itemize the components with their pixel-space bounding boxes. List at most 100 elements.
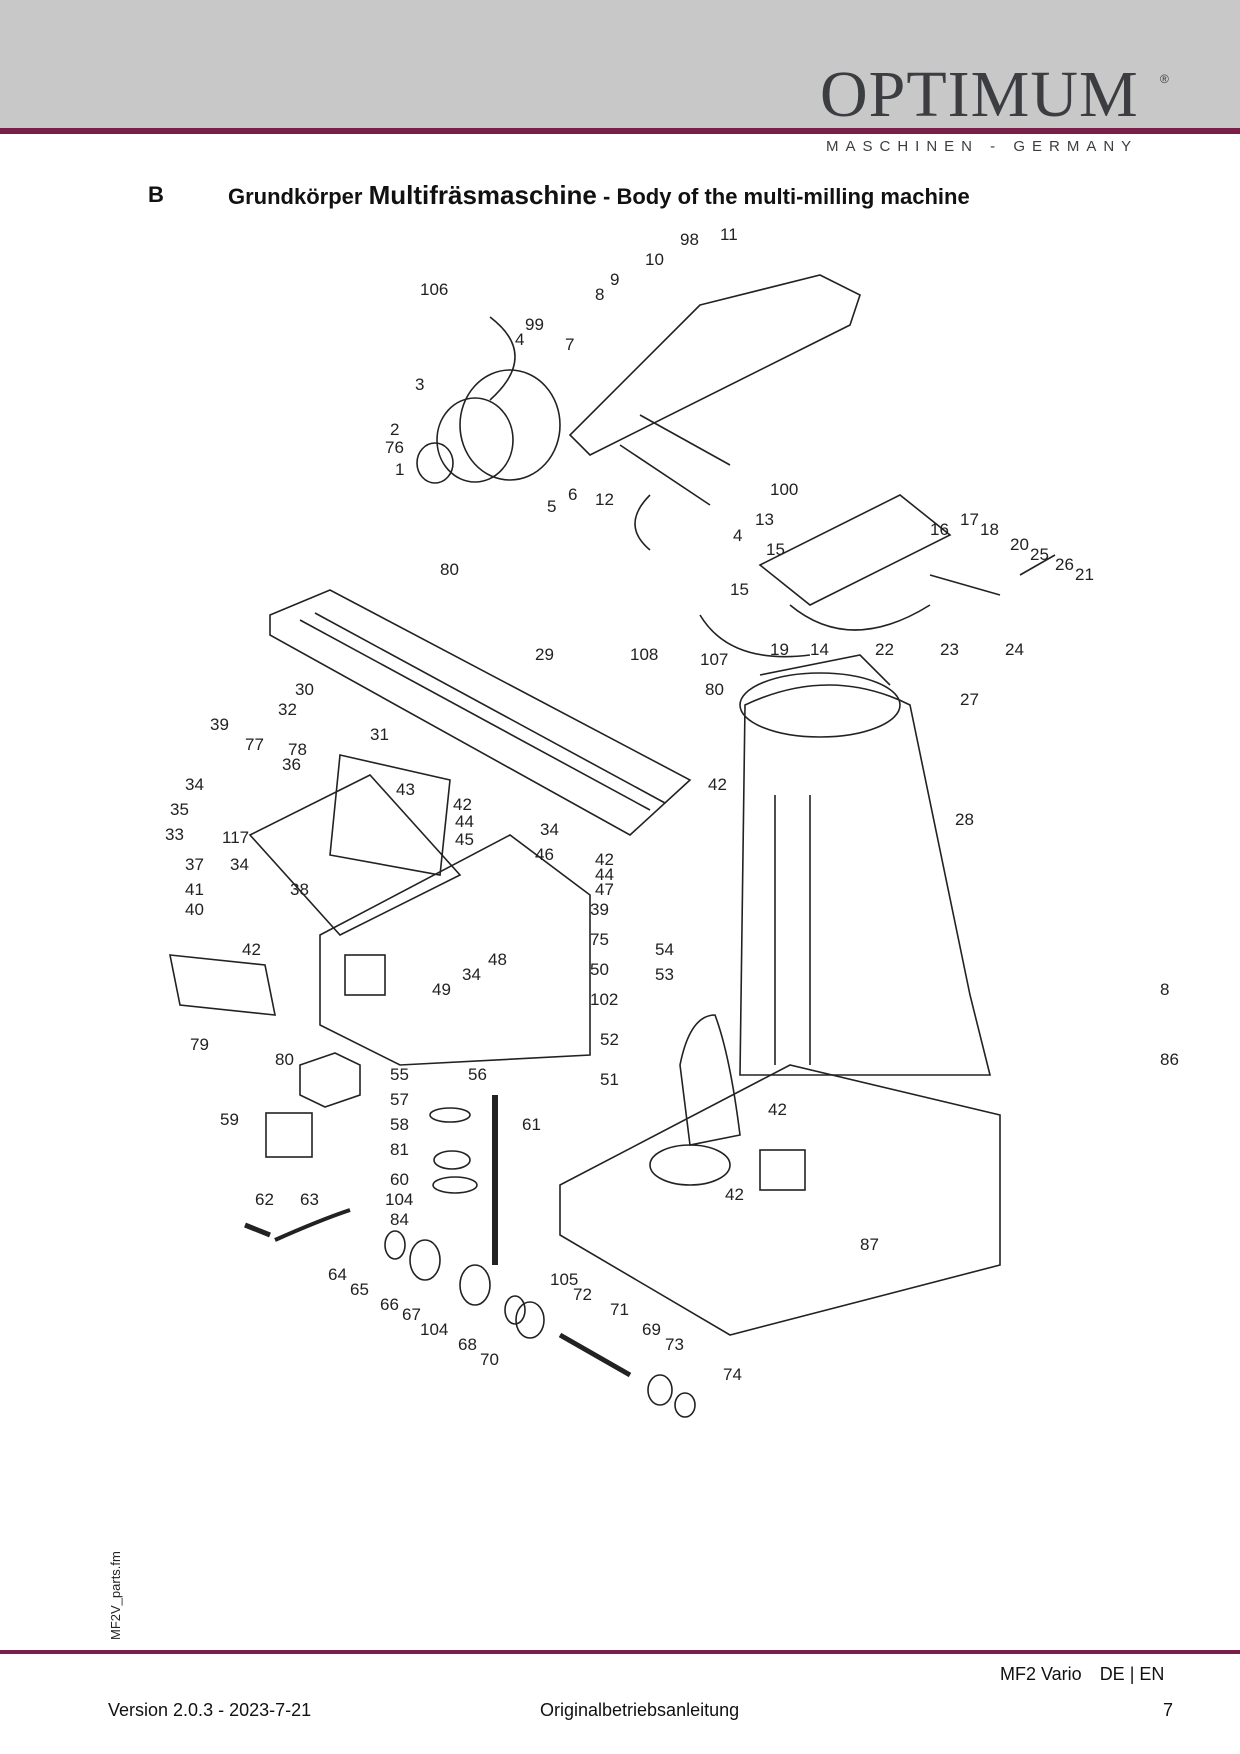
part-label: 69 (642, 1320, 661, 1339)
part-label: 31 (370, 725, 389, 744)
part-label: 28 (955, 810, 974, 829)
swivel-base (789, 604, 931, 631)
part-label: 98 (680, 230, 699, 249)
part-label: 81 (390, 1140, 409, 1159)
part-label: 104 (385, 1190, 413, 1209)
part-label: 106 (420, 280, 448, 299)
registered-mark: ® (1160, 72, 1169, 86)
part-label: 2 (390, 420, 399, 439)
part-label: 12 (595, 490, 614, 509)
part-label: 41 (185, 880, 204, 899)
part-label: 10 (645, 250, 664, 269)
part-label: 117 (222, 828, 249, 847)
part-label: 60 (390, 1170, 409, 1189)
header-band (0, 0, 1240, 130)
shaft-72 (558, 1332, 632, 1378)
table-slot-2 (314, 612, 666, 804)
part-label: 8 (1160, 980, 1169, 999)
part-label: 17 (960, 510, 979, 529)
part-label: 67 (402, 1305, 421, 1324)
part-label: 108 (630, 645, 658, 664)
part-label: 42 (708, 775, 727, 794)
part-label: 25 (1030, 545, 1049, 564)
part-label: 5 (547, 497, 556, 516)
part-label: 8 (595, 285, 604, 304)
part-label: 33 (165, 825, 184, 844)
language-codes: DE | EN (1099, 1664, 1165, 1684)
part-label: 19 (770, 640, 789, 659)
bellows-79 (169, 954, 276, 1016)
part-label: 72 (573, 1285, 592, 1304)
part-label: 42 (725, 1185, 744, 1204)
part-label: 29 (535, 645, 554, 664)
knee-opening (344, 954, 386, 996)
part-label: 42 (242, 940, 261, 959)
part-label: 104 (420, 1320, 448, 1339)
base (559, 1064, 1001, 1336)
part-label: 36 (282, 755, 301, 774)
part-label: 64 (328, 1265, 347, 1284)
cover-box-80 (299, 1052, 361, 1108)
part-label: 105 (550, 1270, 578, 1289)
part-label: 37 (185, 855, 204, 874)
part-label: 74 (723, 1365, 742, 1384)
part-label: 77 (245, 735, 264, 754)
part-label: 99 (525, 315, 544, 334)
column-28 (739, 684, 992, 1076)
spring-106 (489, 316, 516, 401)
part-label: 6 (568, 485, 577, 504)
part-label: 73 (665, 1335, 684, 1354)
leadscrew-cross (929, 574, 1001, 596)
part-label: 75 (590, 930, 609, 949)
cross-slide (758, 494, 952, 606)
part-label: 34 (462, 965, 481, 984)
brand-tagline: MASCHINEN - GERMANY (826, 138, 1139, 155)
part-label: 52 (600, 1030, 619, 1049)
bearing-58 (429, 1107, 471, 1123)
part-label: 51 (600, 1070, 619, 1089)
section-letter: B (148, 182, 164, 207)
part-label: 68 (458, 1335, 477, 1354)
part-label: 48 (488, 950, 507, 969)
part-label: 18 (980, 520, 999, 539)
footer-version: Version 2.0.3 - 2023-7-21 (108, 1700, 312, 1720)
part-label: 3 (415, 375, 424, 394)
part-label: 24 (1005, 640, 1024, 659)
arm-housing (568, 274, 861, 456)
crank-handle-62 (244, 1222, 271, 1238)
part-label: 39 (590, 900, 609, 919)
part-label: 58 (390, 1115, 409, 1134)
chip-guard-78 (329, 754, 451, 876)
part-label: 13 (755, 510, 774, 529)
part-label: 38 (290, 880, 309, 899)
part-label: 34 (230, 855, 249, 874)
part-label: 15 (730, 580, 749, 599)
base-grid-plate-87 (759, 1149, 806, 1191)
part-label: 7 (565, 335, 574, 354)
part-label: 100 (770, 480, 798, 499)
part-label: 62 (255, 1190, 274, 1209)
clamp-plate-27 (759, 654, 891, 686)
part-label: 35 (170, 800, 189, 819)
part-68 (459, 1264, 491, 1306)
title-suffix: - Body of the multi-milling machine (603, 184, 970, 209)
rod-upper (639, 414, 731, 466)
part-label: 44 (595, 865, 614, 884)
part-label: 42 (768, 1100, 787, 1119)
bearing-59 (433, 1150, 471, 1170)
part-label: 1 (395, 460, 404, 479)
knee-50 (319, 834, 591, 1066)
part-label: 102 (590, 990, 618, 1009)
part-label: 49 (432, 980, 451, 999)
saddle (248, 774, 462, 936)
part-label: 87 (860, 1235, 879, 1254)
part-label: 11 (720, 225, 738, 244)
work-table (269, 589, 692, 836)
part-label: 57 (390, 1090, 409, 1109)
part-label: 34 (185, 775, 204, 794)
part-69 (504, 1295, 526, 1325)
part-label: 71 (610, 1300, 629, 1319)
part-label: 40 (185, 900, 204, 919)
part-label: 78 (288, 740, 307, 759)
